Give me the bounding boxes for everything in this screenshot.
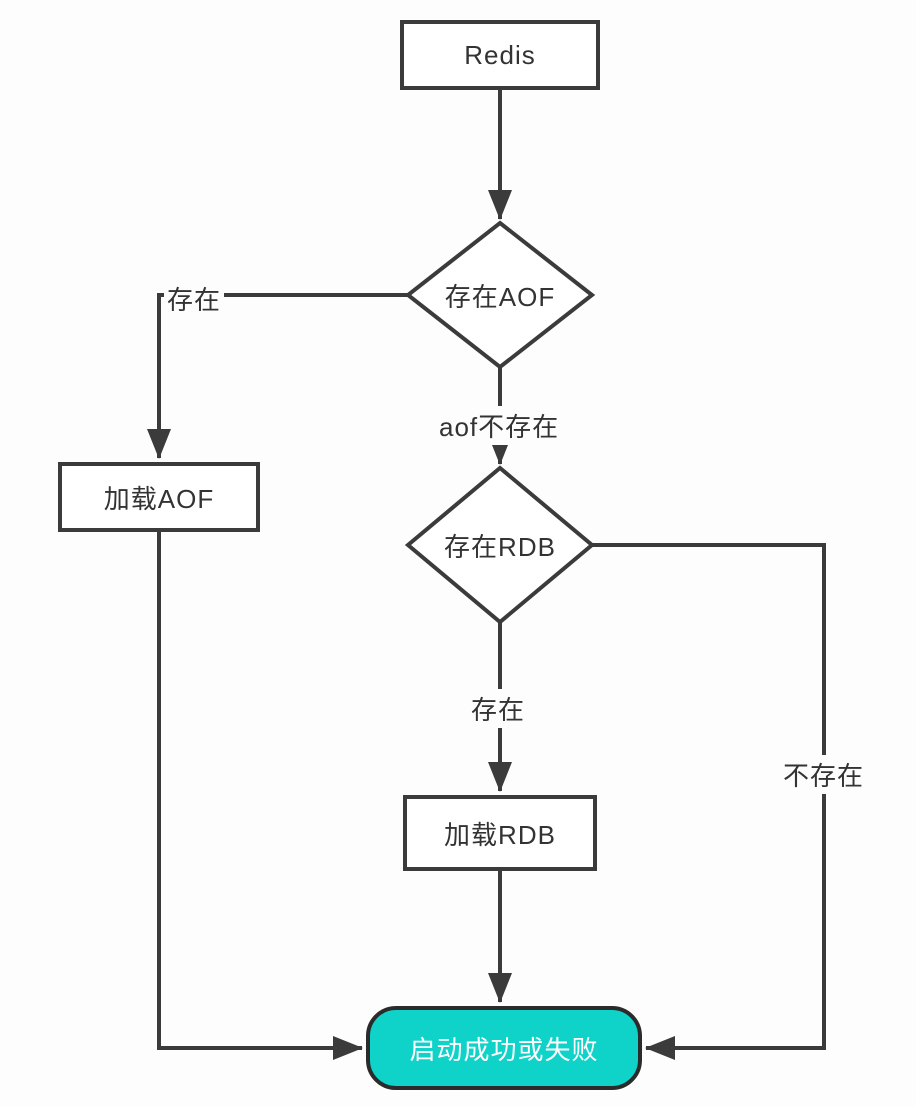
edge-check-aof-to-load-aof [147,293,408,459]
node-redis: Redis [400,20,600,90]
edge-label-aof-missing: aof不存在 [436,406,563,445]
node-result-label: 启动成功或失败 [409,1034,599,1065]
node-load-aof-label: 加载AOF [103,483,215,514]
node-result: 启动成功或失败 [366,1006,642,1090]
node-load-aof: 加载AOF [58,462,260,532]
edge-load-aof-to-result [157,532,363,1060]
edge-check-rdb-to-result [592,543,826,1060]
node-load-rdb: 加载RDB [403,795,597,871]
edge-label-rdb-missing: 不存在 [780,755,868,794]
edge-label-rdb-exists: 存在 [468,689,529,728]
node-load-rdb-label: 加载RDB [444,819,556,850]
check-rdb-diamond-shape [404,465,596,625]
node-redis-label: Redis [464,39,536,70]
check-aof-diamond-shape [404,220,596,370]
edge-label-aof-exists: 存在 [164,279,225,318]
